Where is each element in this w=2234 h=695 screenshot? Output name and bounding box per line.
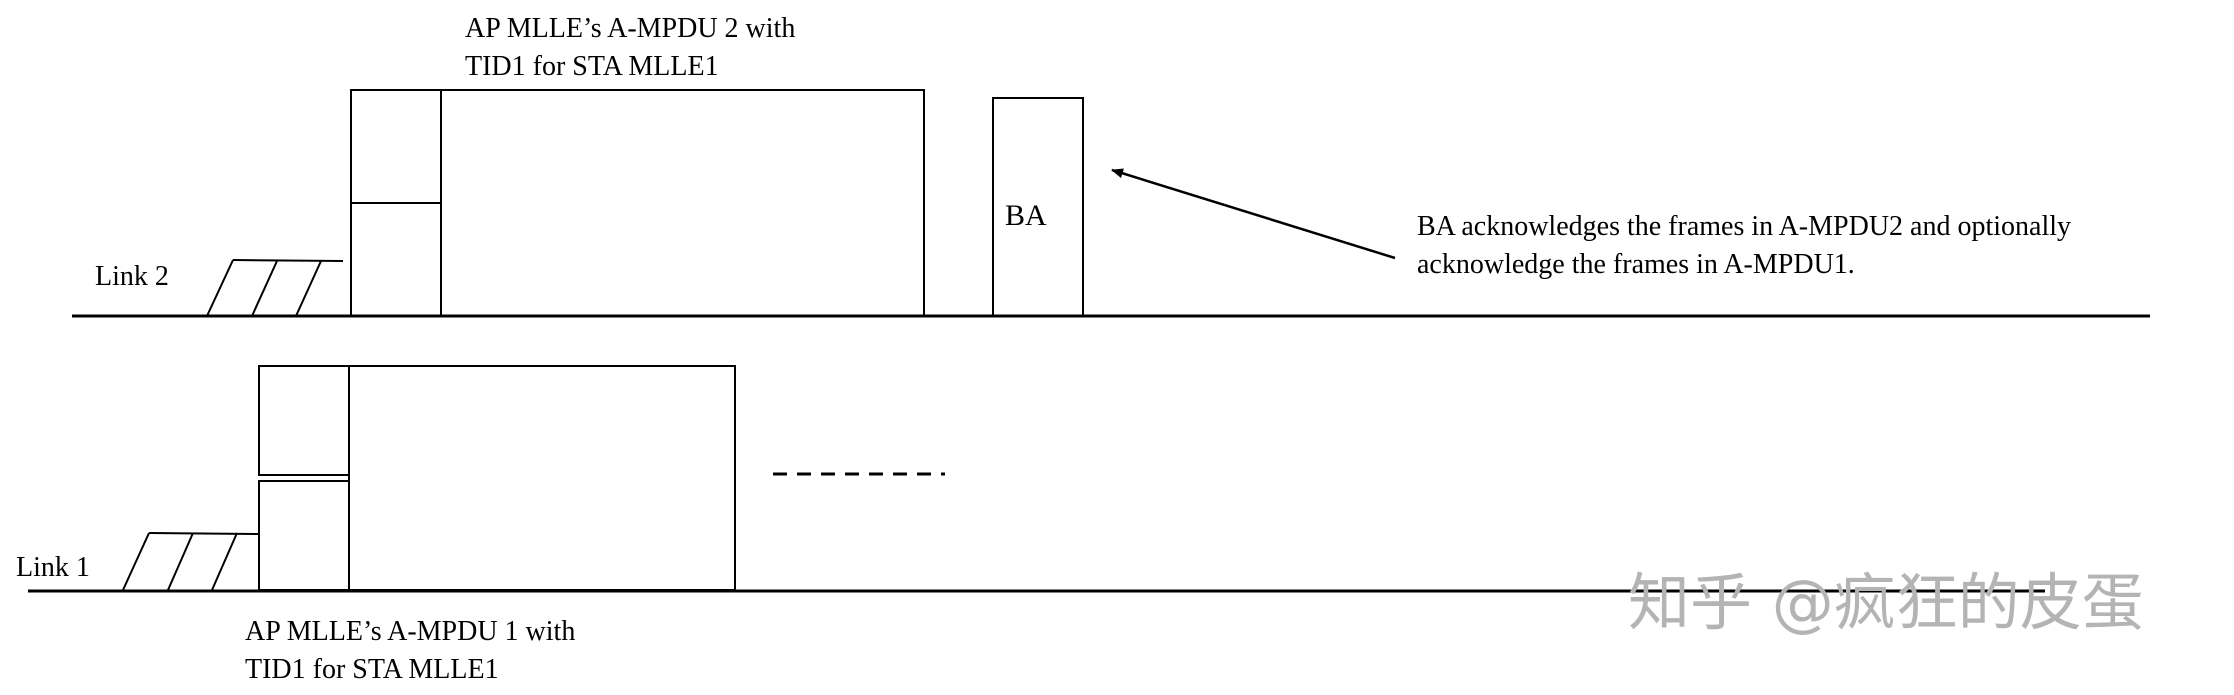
ampdu1-caption-line2: TID1 for STA MLLE1 (245, 654, 499, 685)
ampdu2-mpdu-bottom (350, 202, 442, 317)
ampdu1-payload (348, 365, 736, 591)
link1-backoff-slashes (122, 532, 260, 591)
link2-backoff-slashes (206, 259, 344, 317)
ba-note-line1: BA acknowledges the frames in A-MPDU2 an… (1417, 211, 2071, 242)
ba-annotation-arrow (1111, 168, 1396, 260)
ampdu2-mpdu-top (350, 89, 442, 204)
ampdu1-mpdu-bottom (258, 480, 350, 591)
ampdu2-caption-line2: TID1 for STA MLLE1 (465, 51, 719, 82)
ampdu1-mpdu-top (258, 365, 350, 476)
ampdu1-frame (258, 365, 736, 591)
ampdu2-payload (440, 89, 925, 317)
ba-note-line2: acknowledge the frames in A-MPDU1. (1417, 249, 1855, 280)
ampdu2-caption-line1: AP MLLE’s A-MPDU 2 with (465, 13, 795, 44)
watermark-text: 知乎 @疯狂的皮蛋 (1628, 566, 2144, 639)
ampdu2-frame (350, 89, 925, 317)
ampdu1-caption-line1: AP MLLE’s A-MPDU 1 with (245, 616, 575, 647)
link2-label: Link 2 (95, 261, 169, 292)
ba-label: BA (1005, 199, 1047, 232)
link1-label: Link 1 (16, 552, 90, 583)
ba-frame (992, 97, 1084, 317)
